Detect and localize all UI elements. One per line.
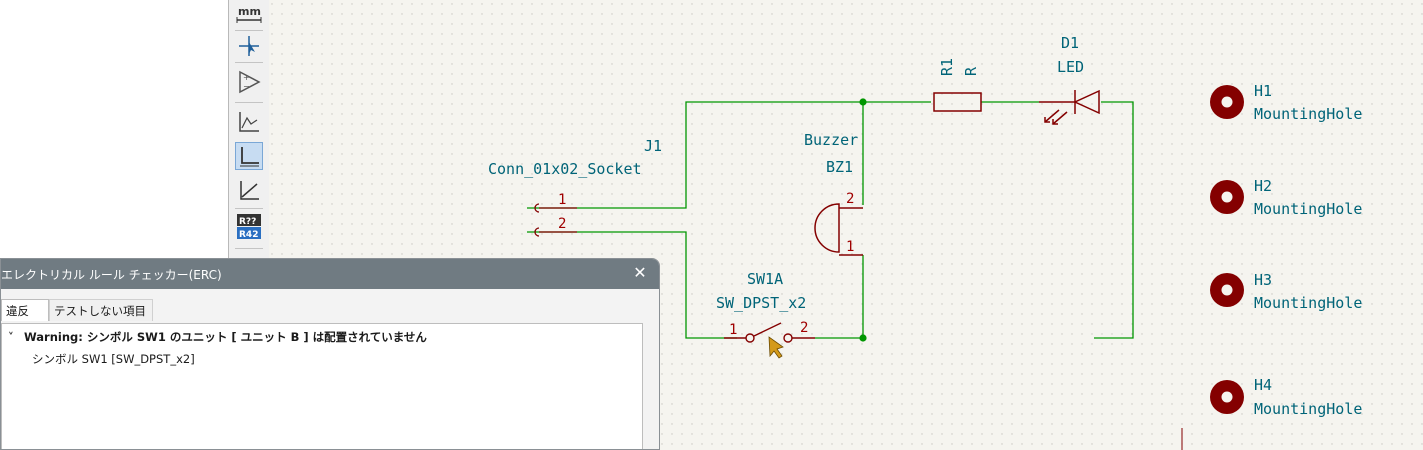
r1-value: R	[962, 66, 980, 76]
j1-reference: J1	[644, 137, 662, 155]
tab-exclusions[interactable]: テストしない項目 (1)	[49, 299, 153, 340]
toolbar-separator	[235, 62, 263, 63]
erc-violation-list[interactable]: ˅ Warning: シンボル SW1 のユニット [ ユニット B ] は配置さ…	[1, 323, 643, 449]
mounting-hole-h3: H3 MountingHole	[1210, 271, 1362, 312]
erc-dialog: エレクトリカル ルール チェッカー(ERC) ✕ 違反 (1) テストしない項目…	[0, 258, 660, 450]
mounting-hole-h2: H2 MountingHole	[1210, 177, 1362, 218]
angled-line-icon	[240, 147, 259, 167]
toolbar-separator	[235, 208, 263, 209]
units-label: mm	[238, 5, 261, 18]
wires	[527, 101, 1134, 339]
chevron-down-icon[interactable]: ˅	[8, 330, 14, 344]
bz1-reference: BZ1	[826, 158, 853, 176]
simulator-button[interactable]	[235, 108, 263, 136]
h4-reference: H4	[1254, 376, 1272, 394]
units-mm-button[interactable]: mm	[235, 0, 263, 28]
h3-value: MountingHole	[1254, 294, 1362, 312]
r1-reference: R1	[938, 58, 956, 76]
svg-text:R42: R42	[239, 230, 258, 240]
wire-d1-right	[1094, 101, 1134, 339]
sw1a-value: SW_DPST_x2	[716, 294, 806, 312]
erc-titlebar[interactable]: エレクトリカル ルール チェッカー(ERC) ✕	[1, 259, 659, 289]
add-symbol-button[interactable]: + −	[235, 68, 263, 96]
erc-title: エレクトリカル ルール チェッカー(ERC)	[1, 268, 222, 282]
d1-symbol	[1039, 89, 1100, 125]
graph-icon	[239, 112, 259, 132]
sw1a-pin2-number: 2	[800, 320, 808, 336]
mouse-cursor-icon	[768, 336, 784, 359]
bz1-pin1-number: 1	[846, 239, 854, 255]
junction-dot	[859, 334, 867, 342]
svg-text:−: −	[243, 82, 250, 91]
junction-dot	[859, 98, 867, 106]
erc-warning-row[interactable]: ˅ Warning: シンボル SW1 のユニット [ ユニット B ] は配置さ…	[8, 327, 427, 347]
j1-pin2-number: 2	[558, 216, 566, 232]
svg-text:R??: R??	[239, 217, 256, 227]
sw1a-symbol	[724, 322, 815, 343]
sw1a-reference: SW1A	[747, 270, 783, 288]
erc-warning-text: Warning: シンボル SW1 のユニット [ ユニット B ] は配置され…	[24, 330, 427, 344]
diagonal-line-button[interactable]	[235, 176, 263, 204]
annotate-button[interactable]: R?? R42	[235, 212, 263, 240]
h1-value: MountingHole	[1254, 105, 1362, 123]
bz1-pin2-number: 2	[846, 191, 854, 207]
opamp-symbol-icon: + −	[239, 70, 261, 94]
toolbar-separator	[235, 102, 263, 103]
wire-j1-pin1	[527, 101, 931, 209]
mounting-hole-h4: H4 MountingHole	[1210, 376, 1362, 418]
h2-reference: H2	[1254, 177, 1272, 195]
h4-value: MountingHole	[1254, 400, 1362, 418]
diagonal-line-icon	[240, 181, 259, 200]
h2-value: MountingHole	[1254, 200, 1362, 218]
h1-reference: H1	[1254, 82, 1272, 100]
close-icon[interactable]: ✕	[633, 263, 647, 282]
svg-text:+: +	[243, 73, 250, 82]
erc-tabs: 違反 (1) テストしない項目 (1)	[1, 289, 659, 340]
j1-symbol	[534, 203, 577, 237]
erc-detail-row[interactable]: シンボル SW1 [SW_DPST_x2]	[32, 352, 195, 366]
bz1-value: Buzzer	[804, 131, 858, 149]
j1-value: Conn_01x02_Socket	[488, 160, 642, 178]
sw1a-pin1-number: 1	[729, 322, 737, 338]
mounting-hole-h1: H1 MountingHole	[1210, 82, 1362, 123]
wire-mode-button[interactable]	[235, 142, 263, 170]
bz1-symbol	[814, 203, 863, 256]
d1-reference: D1	[1061, 34, 1079, 52]
wire-j1-pin2	[527, 231, 737, 339]
annotate-icon: R?? R42	[237, 214, 261, 240]
erc-scroll-area	[649, 323, 659, 449]
units-icon: mm	[236, 5, 262, 23]
j1-pin1-number: 1	[558, 192, 566, 208]
crosshair-cursor-icon	[239, 36, 259, 56]
h3-reference: H3	[1254, 271, 1272, 289]
cursor-select-button[interactable]	[235, 32, 263, 60]
d1-value: LED	[1057, 58, 1084, 76]
r1-symbol	[933, 92, 982, 112]
tab-violations[interactable]: 違反 (1)	[1, 299, 49, 340]
toolbar-separator	[235, 30, 263, 31]
toolbar-separator	[235, 248, 263, 249]
